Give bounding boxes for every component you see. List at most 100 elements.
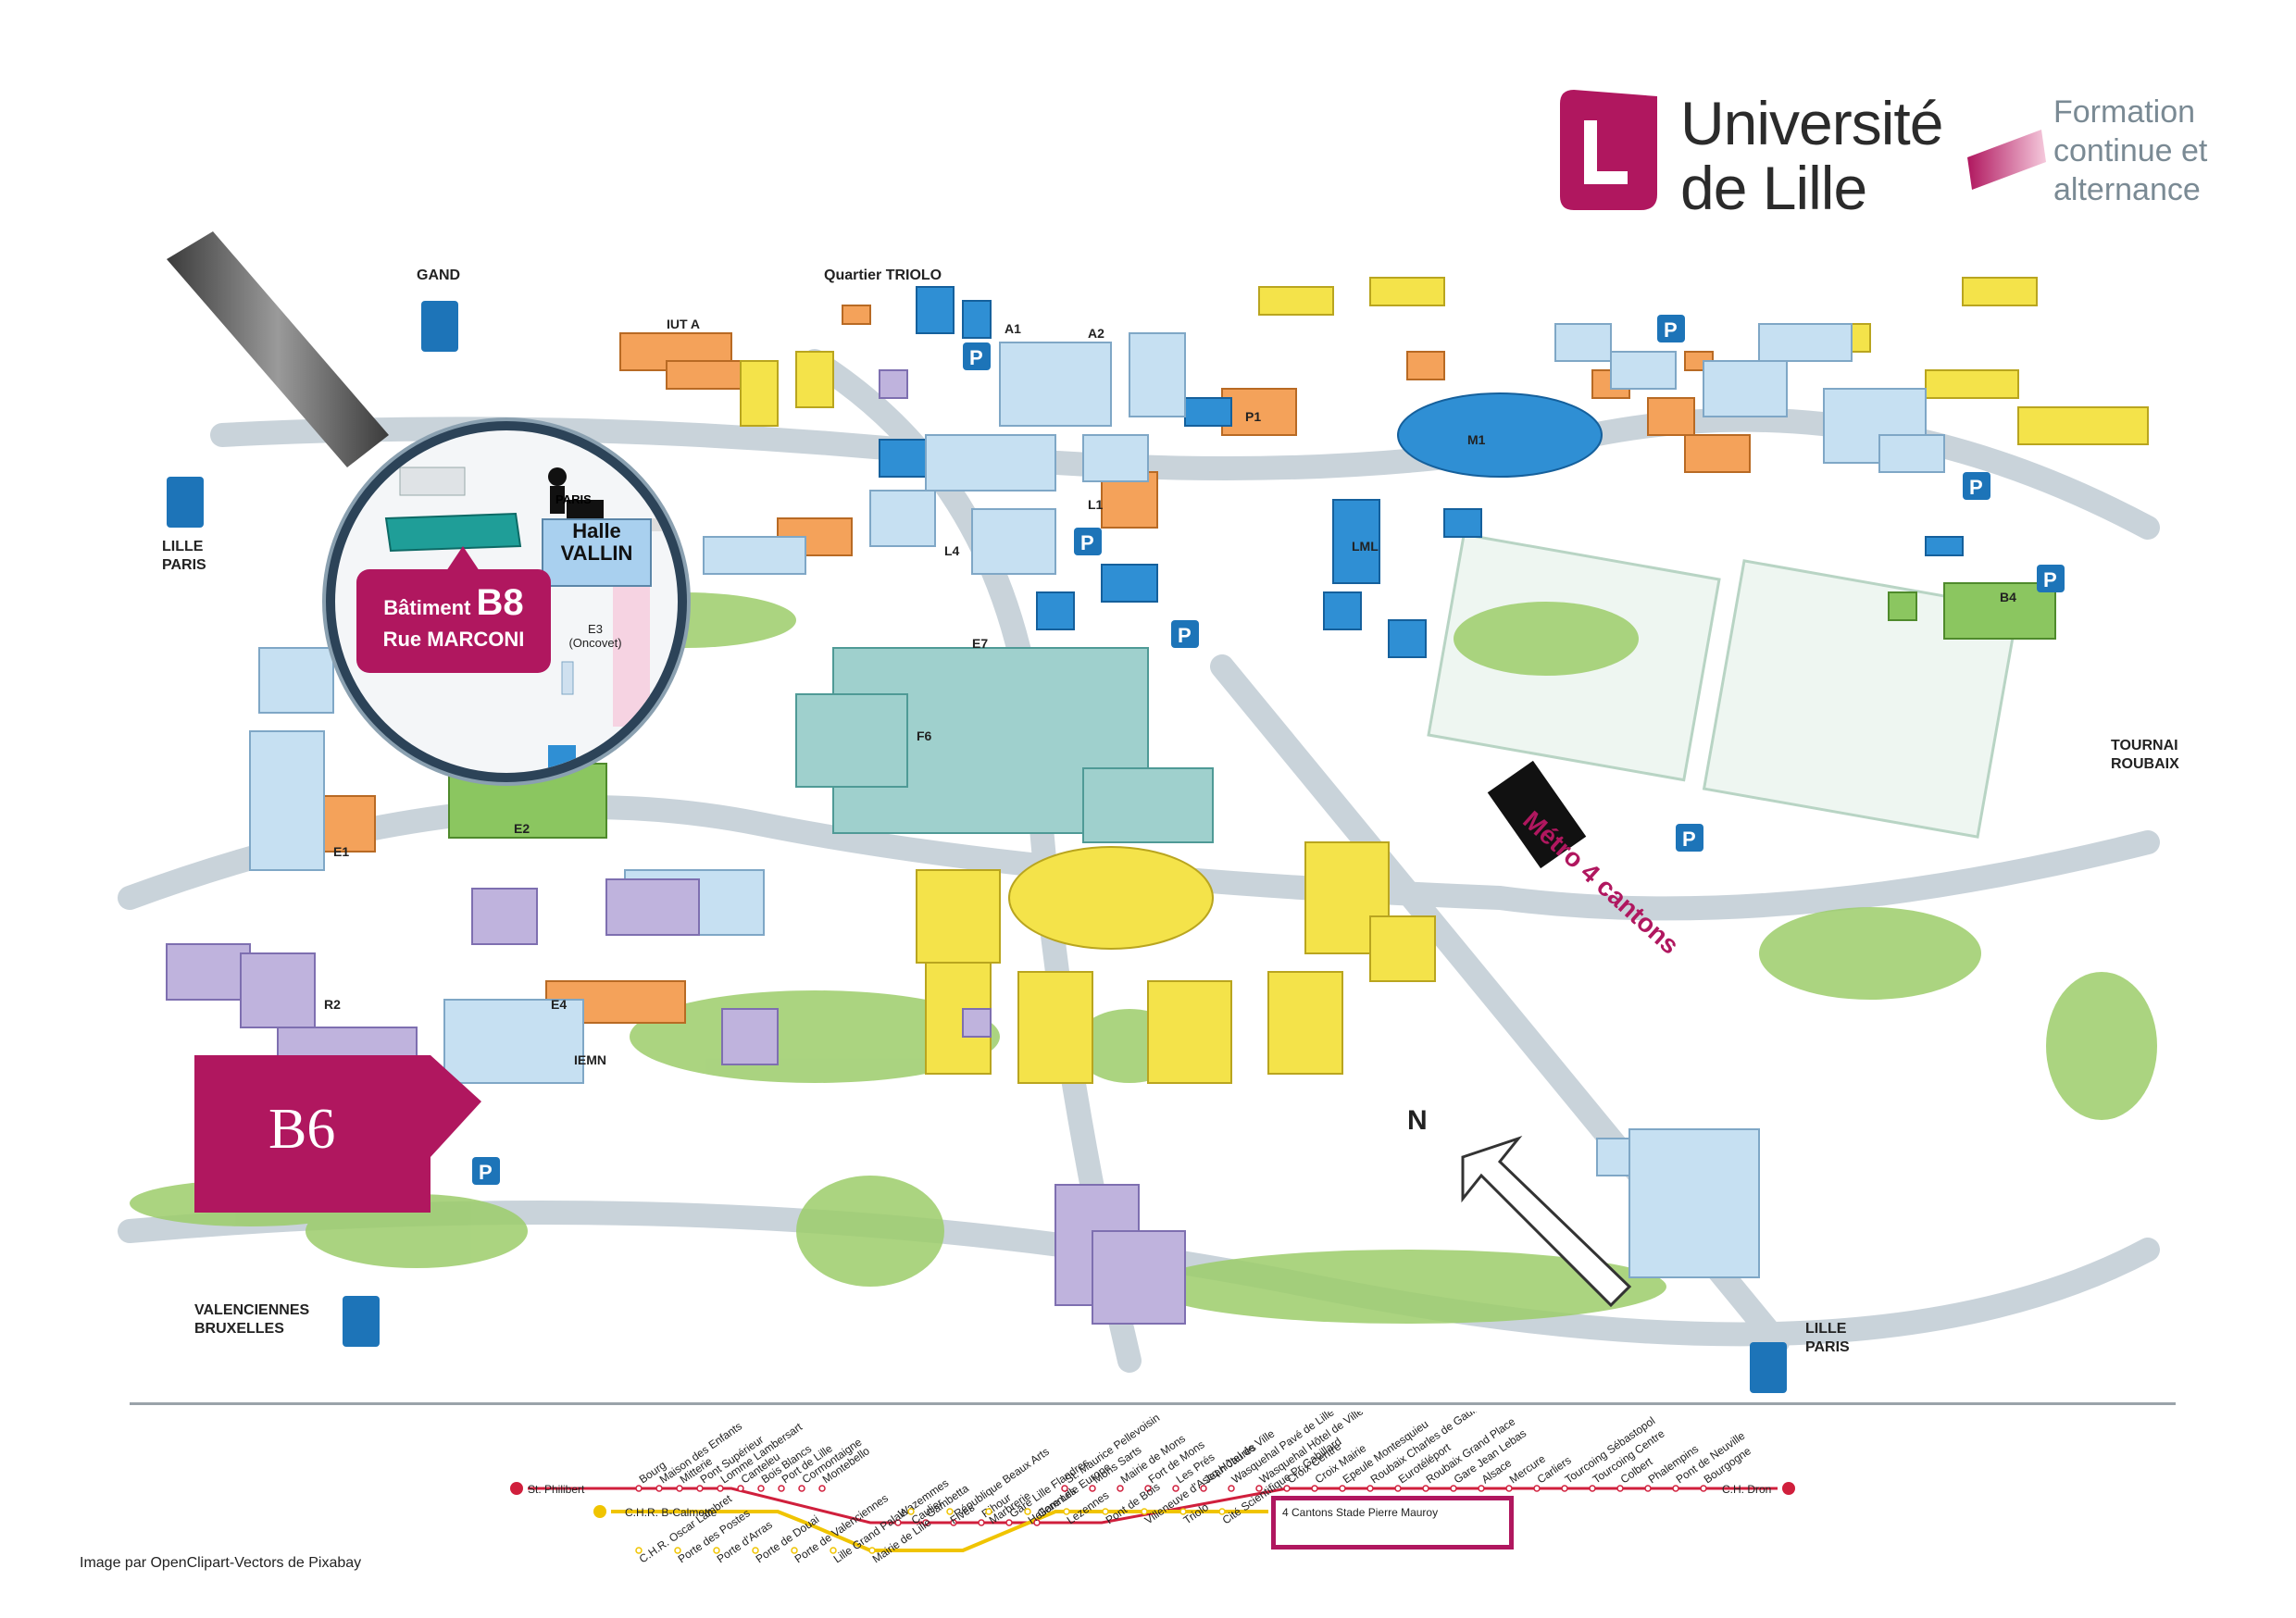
separator-line xyxy=(130,1402,2176,1405)
metro-stop-dot xyxy=(1255,1485,1263,1492)
label-valenciennes-1: VALENCIENNES xyxy=(194,1302,309,1318)
metro-stop-dot xyxy=(778,1485,785,1492)
blue-buildings xyxy=(879,286,1964,658)
metro-stop-dot xyxy=(791,1547,798,1554)
formation-line-2: continue et xyxy=(2053,133,2208,168)
parking-letters: PPP PPP PP xyxy=(479,318,2057,1184)
label-triolo: Quartier TRIOLO xyxy=(824,268,942,283)
metro-stop-dot xyxy=(1089,1485,1096,1492)
metro-stop-dot xyxy=(635,1485,643,1492)
metro-stop-dot xyxy=(1228,1485,1235,1492)
metro-stop-dot xyxy=(1672,1485,1679,1492)
formation-line-1: Formation xyxy=(2053,94,2196,130)
formation-line-3: alternance xyxy=(2053,172,2201,207)
metro-stop-dot xyxy=(1561,1485,1568,1492)
metro-stop-dot xyxy=(1024,1508,1031,1515)
metro-stop-dot xyxy=(1478,1485,1485,1492)
line-1-badge-start xyxy=(593,1505,606,1518)
logo-line-2: de Lille xyxy=(1680,154,1867,222)
metro-stop-dot xyxy=(1394,1485,1402,1492)
metro-stop-dot xyxy=(946,1508,954,1515)
metro-stop-dot xyxy=(1616,1485,1624,1492)
metro-stop-dot xyxy=(818,1485,826,1492)
metro-stop-dot xyxy=(894,1519,902,1526)
metro-stop-dot xyxy=(676,1485,683,1492)
motorway-signs xyxy=(167,301,1787,1393)
metro-stop-dot xyxy=(752,1547,759,1554)
batiment-code: B8 xyxy=(476,582,524,623)
metro-stop-dot xyxy=(635,1547,643,1554)
svg-text:P: P xyxy=(1664,318,1678,342)
paris-fragment-label: PARIS xyxy=(555,492,592,506)
metro-line-1-end: 4 Cantons Stade Pierre Mauroy xyxy=(1282,1506,1438,1519)
metro-stop-dot xyxy=(1450,1485,1457,1492)
svg-text:P: P xyxy=(479,1161,493,1184)
metro-stop-dot xyxy=(907,1508,915,1515)
halle-line-2: VALLIN xyxy=(560,541,633,565)
metro-stop-dot xyxy=(674,1547,681,1554)
metro-stop-dot xyxy=(1283,1485,1291,1492)
metro-stop-dot xyxy=(798,1485,805,1492)
batiment-word: Bâtiment xyxy=(383,596,471,619)
universite-lille-logo-icon xyxy=(1560,90,1657,210)
label-north: N xyxy=(1407,1105,1428,1136)
metro-stop-dot xyxy=(1505,1485,1513,1492)
metro-stop-dot xyxy=(1644,1485,1652,1492)
metro-line-2-start: St. Philibert xyxy=(528,1483,585,1496)
metro-line-1-start: C.H.R. B-Calmette xyxy=(625,1506,718,1519)
e3-code: E3 xyxy=(588,622,603,636)
purple-buildings xyxy=(166,369,1186,1325)
label-iut-a: IUT A xyxy=(667,317,700,331)
metro-stop-dot xyxy=(1200,1485,1207,1492)
metro-stop-dot xyxy=(1366,1485,1374,1492)
batiment-b8-label: Bâtiment B8 Rue MARCONI xyxy=(356,569,551,673)
metro-stop-dot xyxy=(1063,1508,1070,1515)
metro-stop-dot xyxy=(1700,1485,1707,1492)
label-lille-left-1: LILLE xyxy=(162,539,204,554)
label-a1: A1 xyxy=(1004,321,1021,336)
svg-text:P: P xyxy=(1080,531,1094,554)
rue-marconi: Rue MARCONI xyxy=(382,628,525,651)
metro-stop-dot xyxy=(1172,1485,1179,1492)
label-bu: M1 xyxy=(1467,432,1486,447)
metro-stop-dot xyxy=(713,1547,720,1554)
image-credit: Image par OpenClipart-Vectors de Pixabay xyxy=(80,1555,362,1571)
parking-signs xyxy=(472,315,2065,1185)
metro-stop-dot xyxy=(950,1519,957,1526)
label-m1: L1 xyxy=(1088,497,1104,512)
metro-stop-dot xyxy=(1422,1485,1429,1492)
label-eudil: E7 xyxy=(972,636,988,651)
metro-stop-dot xyxy=(1589,1485,1596,1492)
metro-stop-dot xyxy=(868,1547,876,1554)
label-valenciennes-2: BRUXELLES xyxy=(194,1321,284,1337)
formation-ribbon-icon xyxy=(1967,130,2046,190)
orange-buildings xyxy=(309,305,1751,1024)
metro-stop-dot xyxy=(1218,1508,1226,1515)
metro-stop-dot xyxy=(1005,1519,1013,1526)
metro-stop-dot xyxy=(1141,1508,1148,1515)
label-b4: E1 xyxy=(333,844,349,859)
svg-text:P: P xyxy=(2043,568,2057,591)
metro-stop-dot xyxy=(696,1485,704,1492)
b6-callout-label: B6 xyxy=(268,1098,336,1161)
label-gand: GAND xyxy=(417,268,460,283)
teal-buildings xyxy=(795,647,1214,843)
label-h: B4 xyxy=(2000,590,2016,604)
metro-stop-dot xyxy=(737,1485,744,1492)
university-name: Université de Lille xyxy=(1680,91,1943,222)
callout-pointer-icon xyxy=(444,546,481,574)
label-b6: IEMN xyxy=(574,1052,606,1067)
metro-stop-dot xyxy=(1339,1485,1346,1492)
metro-line-2-end: C.H. Dron xyxy=(1722,1483,1771,1496)
line-2-badge-start xyxy=(510,1482,523,1495)
e3-oncovet-label: E3 (Oncovet) xyxy=(554,622,637,650)
label-paris-left-2: PARIS xyxy=(162,557,206,573)
e3-name: (Oncovet) xyxy=(568,636,622,650)
metro-stop-dot xyxy=(757,1485,765,1492)
label-p1: P1 xyxy=(1245,409,1261,424)
magnifier-handle-icon xyxy=(167,231,389,467)
metro-stop-dot xyxy=(1061,1485,1068,1492)
svg-text:P: P xyxy=(1178,624,1192,647)
metro-stop-dot xyxy=(1144,1485,1152,1492)
